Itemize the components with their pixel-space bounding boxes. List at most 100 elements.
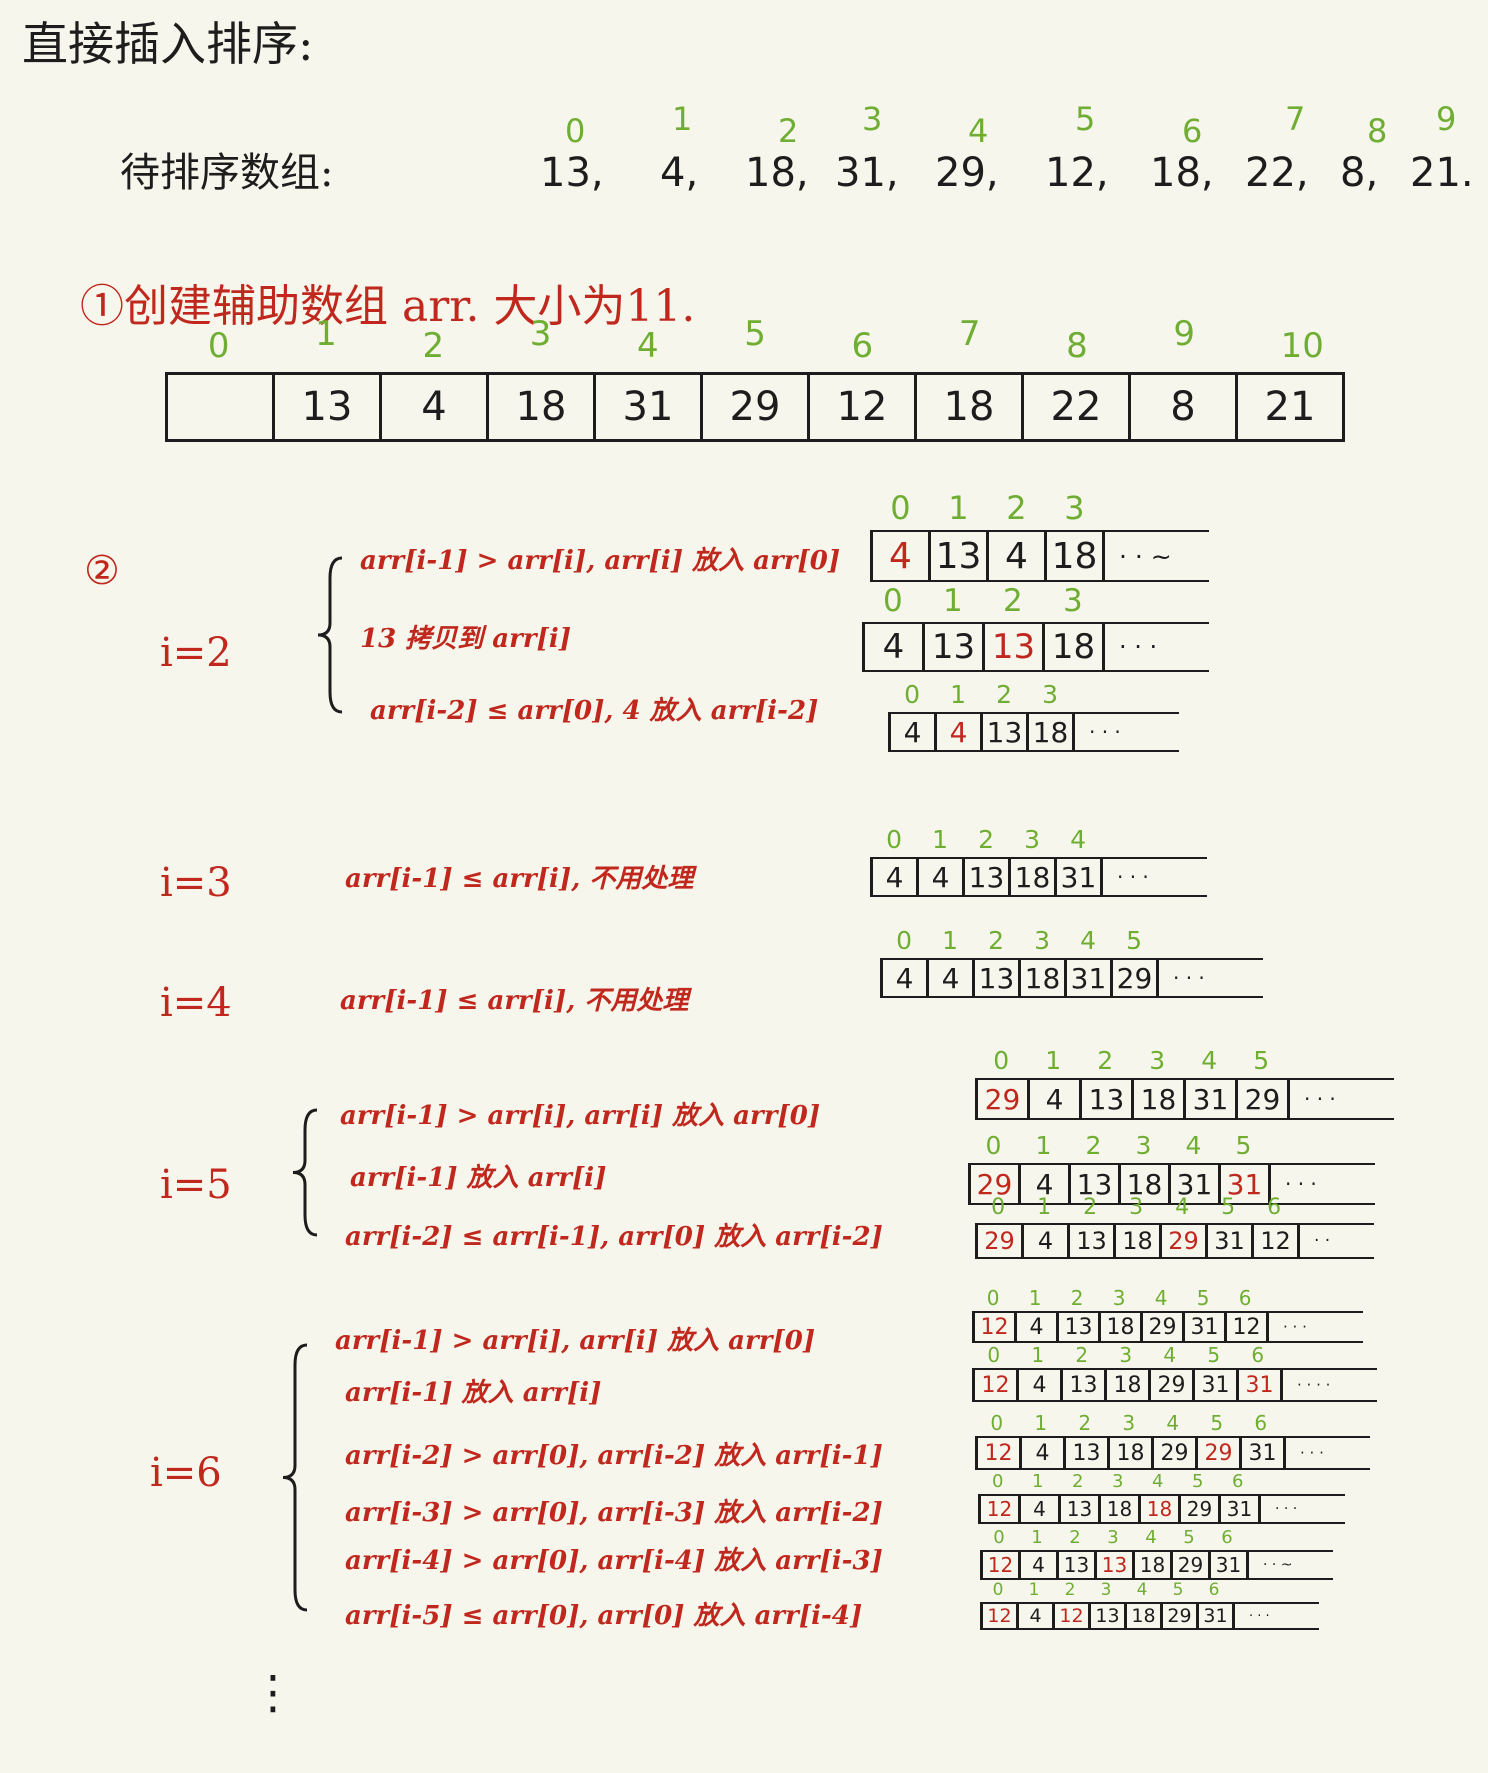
state-index: 6 — [1251, 1343, 1265, 1367]
state-tail: · · ~ — [1263, 1557, 1293, 1573]
state-cell: 31 — [1171, 1165, 1221, 1203]
state-index: 0 — [985, 1131, 1002, 1160]
aux-array-cell: 13 — [272, 375, 379, 439]
condition-text: arr[i-5] ≤ arr[0], arr[0] 放入 arr[i-4] — [345, 1601, 863, 1631]
aux-array-index: 9 — [1173, 314, 1195, 354]
state-index: 3 — [1107, 1527, 1119, 1548]
state-tail: · · · — [1117, 865, 1149, 889]
state-index: 4 — [1163, 1343, 1177, 1367]
state-index: 1 — [948, 489, 969, 527]
state-index: 2 — [996, 680, 1012, 709]
condition-text: arr[i-1] 放入 arr[i] — [350, 1163, 607, 1193]
aux-array-index: 1 — [315, 314, 337, 354]
state-cell: 31 — [1057, 859, 1103, 895]
state-index: 5 — [1210, 1411, 1224, 1435]
state-index: 0 — [986, 1286, 1000, 1310]
state-index: 4 — [1185, 1131, 1202, 1160]
condition-text: arr[i-1] ≤ arr[i], 不用处理 — [340, 986, 689, 1016]
state-index: 2 — [1069, 1527, 1081, 1548]
aux-array-cell: 18 — [486, 375, 593, 439]
condition-text: 13 拷贝到 arr[i] — [360, 624, 572, 654]
state-index: 2 — [1085, 1131, 1102, 1160]
state-cell: 12 — [975, 1370, 1019, 1400]
state-index: 1 — [1028, 1286, 1042, 1310]
state-index: 3 — [1112, 1471, 1124, 1492]
header-value: 13, — [540, 150, 604, 196]
condition-text: arr[i-2] > arr[0], arr[i-2] 放入 arr[i-1] — [345, 1441, 883, 1471]
state-index: 3 — [1034, 926, 1050, 955]
state-index: 2 — [1064, 1580, 1076, 1600]
state-cell: 13 — [925, 624, 985, 670]
state-cell: 4 — [873, 859, 919, 895]
condition-text: arr[i-1] > arr[i], arr[i] 放入 arr[0] — [340, 1101, 821, 1131]
iteration-label: i=2 — [160, 630, 232, 676]
state-cell: 4 — [1022, 1438, 1066, 1468]
state-index: 2 — [1083, 1195, 1098, 1220]
state-index: 4 — [1154, 1286, 1168, 1310]
state-cell: 12 — [983, 1552, 1021, 1578]
state-index: 6 — [1267, 1195, 1282, 1220]
state-cell: 29 — [1143, 1313, 1185, 1341]
state-cell: 29 — [1151, 1370, 1195, 1400]
header-value: 31, — [835, 150, 899, 196]
state-cell: 31 — [1221, 1496, 1261, 1522]
state-index: 1 — [932, 825, 948, 854]
state-cell: 29 — [1238, 1080, 1290, 1118]
iteration-label: i=4 — [160, 980, 232, 1026]
state-index: 0 — [990, 1411, 1004, 1435]
iteration-label: i=3 — [160, 860, 232, 906]
state-cell: 18 — [1127, 1604, 1163, 1628]
state-cell: 4 — [937, 714, 983, 750]
state-cell: 29 — [1163, 1604, 1199, 1628]
state-cell: 13 — [983, 714, 1029, 750]
state-index: 1 — [1037, 1195, 1052, 1220]
aux-array-index: 5 — [744, 314, 766, 354]
state-cell: 13 — [1059, 1552, 1097, 1578]
state-cell: 31 — [1067, 960, 1113, 996]
state-cell: 4 — [1021, 1496, 1061, 1522]
brace — [282, 1343, 308, 1612]
state-cell: 29 — [1181, 1496, 1221, 1522]
header-index: 3 — [862, 100, 883, 138]
state-cell: 4 — [865, 624, 925, 670]
aux-array-index: 4 — [637, 326, 659, 366]
aux-array-cell: 29 — [700, 375, 807, 439]
state-cell: 4 — [919, 859, 965, 895]
brace — [292, 1108, 318, 1237]
state-cell: 12 — [983, 1604, 1019, 1628]
state-cell: 12 — [978, 1438, 1022, 1468]
aux-array-index: 0 — [207, 326, 230, 366]
aux-array-index: 3 — [529, 314, 552, 354]
state-cell: 31 — [1211, 1552, 1249, 1578]
state-index: 6 — [1238, 1286, 1252, 1310]
aux-array-cell: 22 — [1021, 375, 1128, 439]
state-index: 1 — [950, 680, 966, 709]
state-index: 1 — [942, 926, 958, 955]
state-cell: 18 — [1047, 532, 1105, 580]
state-tail: · · · — [1285, 1172, 1317, 1196]
state-cell: 13 — [931, 532, 989, 580]
state-cell: 18 — [1134, 1080, 1186, 1118]
state-cell: 4 — [1017, 1313, 1059, 1341]
iteration-label: i=6 — [150, 1450, 222, 1496]
state-index: 2 — [1072, 1471, 1084, 1492]
state-index: 0 — [991, 1195, 1006, 1220]
state-index: 6 — [1208, 1580, 1220, 1600]
state-cell: 18 — [1110, 1438, 1154, 1468]
state-cell: 29 — [1198, 1438, 1242, 1468]
state-index: 4 — [1145, 1527, 1157, 1548]
state-tail: · · · — [1249, 1608, 1270, 1624]
state-index: 2 — [1003, 583, 1023, 619]
state-index: 1 — [1034, 1411, 1048, 1435]
header-index: 9 — [1436, 100, 1457, 138]
header-value: 18, — [1150, 150, 1214, 196]
state-cell: 12 — [1055, 1604, 1091, 1628]
state-tail: · · · · — [1297, 1376, 1331, 1394]
state-cell: 4 — [1030, 1080, 1082, 1118]
state-index: 2 — [1070, 1286, 1084, 1310]
state-index: 4 — [1175, 1195, 1190, 1220]
